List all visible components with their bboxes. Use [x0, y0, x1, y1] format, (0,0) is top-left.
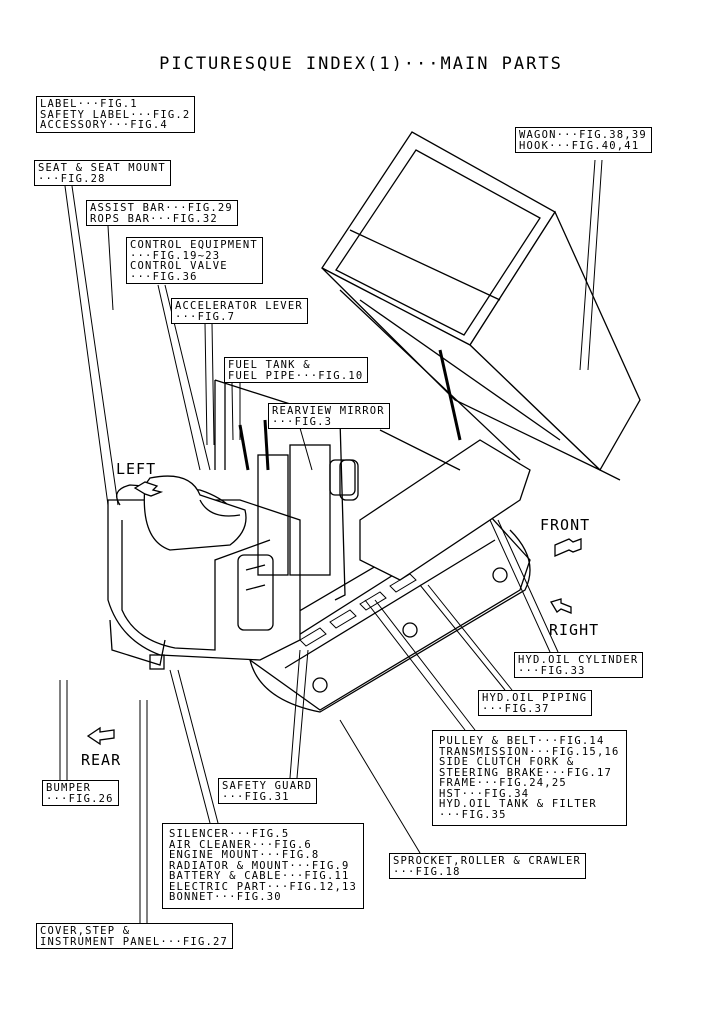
left-arrow-icon [133, 481, 164, 497]
callout-line: HST···FIG.34 [439, 787, 530, 800]
callout-line: ACCESSORY···FIG.4 [40, 119, 168, 131]
wagon-drawing [321, 131, 641, 481]
body-drawing [107, 379, 359, 670]
callout-line: HYD.OIL CYLINDER [518, 654, 639, 666]
callout-line: RADIATOR & MOUNT···FIG.9 [169, 859, 350, 872]
callout-rearview-mirror: REARVIEW MIRROR···FIG.3 [268, 403, 390, 429]
direction-arrows [86, 481, 582, 746]
callout-seat: SEAT & SEAT MOUNT···FIG.28 [34, 160, 171, 186]
callout-sprocket: SPROCKET,ROLLER & CRAWLER···FIG.18 [389, 853, 587, 879]
callout-line: FRAME···FIG.24,25 [439, 777, 567, 789]
callout-line: ···FIG.7 [175, 310, 236, 323]
callout-line: ···FIG.28 [38, 172, 106, 185]
rear-arrow-icon [86, 726, 115, 746]
callout-line: CONTROL VALVE [130, 260, 228, 272]
callout-hyd-oil-piping: HYD.OIL PIPING···FIG.37 [478, 690, 593, 716]
callout-hyd-oil-cylinder: HYD.OIL CYLINDER···FIG.33 [514, 652, 644, 678]
callout-fuel-tank: FUEL TANK &FUEL PIPE···FIG.10 [224, 357, 369, 383]
callout-line: SIDE CLUTCH FORK & [439, 756, 575, 768]
callout-line: CONTROL EQUIPMENT [130, 239, 258, 251]
direction-front: FRONT [540, 516, 591, 534]
callout-line: ···FIG.18 [393, 865, 461, 878]
callout-line: BUMPER [46, 782, 92, 794]
callout-line: ···FIG.26 [46, 792, 114, 805]
callout-bumper: BUMPER···FIG.26 [42, 780, 119, 806]
right-arrow-icon [550, 598, 572, 614]
callout-line: FUEL PIPE···FIG.10 [228, 369, 364, 382]
callout-line: AIR CLEANER···FIG.6 [169, 838, 312, 851]
callout-line: ···FIG.37 [482, 702, 550, 715]
page-title: PICTURESQUE INDEX(1)···MAIN PARTS [159, 54, 563, 74]
callout-line: SEAT & SEAT MOUNT [38, 162, 166, 174]
direction-left: LEFT [116, 460, 157, 478]
callout-line: REARVIEW MIRROR [272, 405, 385, 417]
callout-line: PULLEY & BELT···FIG.14 [439, 735, 605, 747]
callout-line: ···FIG.36 [130, 270, 198, 283]
leader-lines [59, 159, 603, 923]
callout-line: SAFETY GUARD [222, 780, 313, 792]
callout-line: SAFETY LABEL···FIG.2 [40, 108, 191, 121]
callout-line: BONNET···FIG.30 [169, 891, 282, 903]
callout-line: COVER,STEP & [40, 925, 131, 937]
callout-line: ELECTRIC PART···FIG.12,13 [169, 880, 358, 893]
callout-line: WAGON···FIG.38,39 [519, 129, 647, 141]
callout-line: ···FIG.35 [439, 808, 507, 821]
callout-line: LABEL···FIG.1 [40, 98, 138, 110]
callout-line: ···FIG.3 [272, 415, 333, 428]
callout-line: HOOK···FIG.40,41 [519, 139, 640, 152]
direction-right: RIGHT [549, 621, 600, 639]
callout-cover-step: COVER,STEP &INSTRUMENT PANEL···FIG.27 [36, 923, 234, 949]
callout-line: ROPS BAR···FIG.32 [90, 212, 218, 225]
chassis-drawing [249, 429, 531, 713]
callout-line: ASSIST BAR···FIG.29 [90, 202, 233, 214]
callout-line: HYD.OIL TANK & FILTER [439, 798, 597, 810]
callout-line: ···FIG.19~23 [130, 249, 221, 262]
callout-line: ENGINE MOUNT···FIG.8 [169, 849, 320, 861]
callout-line: HYD.OIL PIPING [482, 692, 588, 704]
callout-line: ···FIG.31 [222, 790, 290, 803]
callout-line: BATTERY & CABLE···FIG.11 [169, 870, 350, 882]
callout-line: FUEL TANK & [228, 359, 311, 371]
front-arrow-icon [554, 538, 582, 557]
callout-line: ACCELERATOR LEVER [175, 300, 303, 312]
callout-line: SPROCKET,ROLLER & CRAWLER [393, 855, 582, 867]
callout-line: STEERING BRAKE···FIG.17 [439, 766, 612, 779]
callout-line: ···FIG.33 [518, 664, 586, 677]
callout-line: INSTRUMENT PANEL···FIG.27 [40, 935, 229, 948]
callout-line: TRANSMISSION···FIG.15,16 [439, 745, 620, 758]
callout-accelerator-lever: ACCELERATOR LEVER···FIG.7 [171, 298, 308, 324]
callout-line: SILENCER···FIG.5 [169, 828, 290, 840]
callout-safety-guard: SAFETY GUARD···FIG.31 [218, 778, 318, 804]
direction-rear: REAR [81, 751, 122, 769]
